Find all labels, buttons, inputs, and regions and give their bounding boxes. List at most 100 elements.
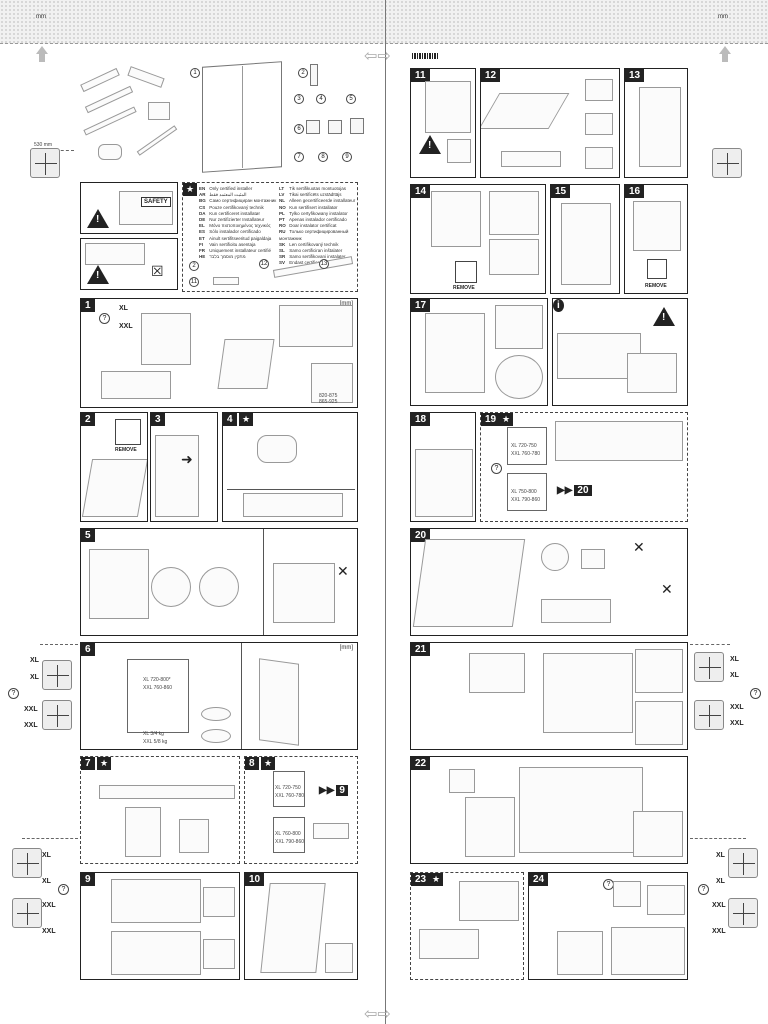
part-number: 2 [298,68,308,78]
part-number: 13 [319,259,329,269]
warning-icon [419,135,441,154]
size-xl-label: XL [30,657,39,664]
mounting-icon [712,148,742,178]
xxl-range2-label: XXL 790-860 [275,839,305,845]
step-number: 21 [411,643,431,656]
size-xl-label: XL [42,852,51,859]
step-number: 20 [411,529,431,542]
language-list-right: LT Tik sertifikuotas montuotojas LV Tika… [279,186,356,266]
part-number: 3 [294,94,304,104]
step-number: 3 [151,413,165,426]
step-number: 18 [411,413,431,426]
part-number: 4 [316,94,326,104]
certified-installer-panel: ★ EN Only certified installer AR المثبت … [182,182,358,292]
step-number: 10 [245,873,265,886]
safety-book-label: SAFETY [141,197,171,207]
step-number: 8 [245,757,259,770]
part-number: 12 [259,259,269,269]
step-number: 5 [81,529,95,542]
size-xl-label: XL [730,656,739,663]
size-xxl-label: XXL [24,706,38,713]
step-number: 4 [223,413,237,426]
warning-icon [653,307,675,326]
size-xxl-label: XXL [42,902,56,909]
size-xxl-label: XXL [712,902,726,909]
fold-arrows-icon: ⇦⇨ [364,48,391,65]
step-5-panel: 5 ✕ [80,528,358,636]
safety-manual-panel: SAFETY [80,182,178,234]
part-number: 5 [346,94,356,104]
step-number: 15 [551,185,571,198]
step-10-panel: 10 [244,872,358,980]
cutout-label: 530 mm [34,142,53,148]
step-number: 9 [81,873,95,886]
unit-label: [mm] [339,645,353,651]
star-icon: ★ [183,183,198,196]
step-24-panel: 24 ? [528,872,688,980]
arrow-stem [722,54,728,62]
trash-icon [647,259,667,279]
part-number: 9 [342,152,352,162]
warning-icon [87,209,109,228]
hinge-xxl-icon [728,898,758,928]
go-to-step-9: ▶▶9 [319,785,348,796]
step-14-panel: 14 REMOVE [410,184,546,294]
xxl-weight-label: XXL 5/8 kg [143,739,168,745]
xxl-range2-label: XXL 790-860 [511,497,541,503]
part-number: 11 [189,277,199,287]
hinge-xl-icon [728,848,758,878]
mounting-xl-icon [42,660,72,690]
question-icon: ? [698,884,709,895]
step-12-panel: 12 [480,68,620,178]
step-17-panel: 17 [410,298,548,406]
step-number: 12 [481,69,501,82]
step-9-panel: 9 [80,872,240,980]
xl-range-label: XL 720-800* [143,677,171,683]
arrow-up-icon [36,46,48,54]
fold-arrows-icon: ⇦⇨ [364,1006,391,1023]
door-panel-diagram: 1 2 3 4 5 6 7 8 9 [188,61,378,174]
part-number: 8 [318,152,328,162]
xl-range2-label: XL 760-800 [275,831,301,837]
unit-label: [mm] [339,301,353,307]
step-8-panel: 8 ★ XL 720-750 XXL 760-780 ▶▶9 XL 760-80… [244,756,358,864]
step-6-panel: 6 [mm] XL 720-800* XXL 760-860 XL 3/4 kg… [80,642,358,750]
star-icon: ★ [499,413,514,426]
part-number: 7 [294,152,304,162]
step-21-panel: 21 [410,642,688,750]
info-panel: i [552,298,688,406]
trash-icon [115,419,141,445]
mm-mark-right: mm [718,14,728,20]
language-list-left: EN Only certified installer AR المثبت ال… [199,186,277,260]
step-number: 11 [411,69,430,82]
star-icon: ★ [97,757,112,770]
xxl-range-label: XXL 760-780 [275,793,305,799]
size-xxl-label: XXL [730,704,744,711]
step-number: 17 [411,299,431,312]
size-xl-label: XL [42,878,51,885]
step-number: 7 [81,757,95,770]
go-to-step-20: ▶▶20 [557,485,592,496]
step-number: 24 [529,873,549,886]
xl-range-label: XL 720-750 [275,785,301,791]
mounting-xxl-icon [694,700,724,730]
size-xl-label: XL [716,878,725,885]
question-icon: ? [491,463,502,474]
step-16-panel: 16 REMOVE [624,184,688,294]
step-2-panel: 2 REMOVE [80,412,148,522]
perforated-header-band [0,0,768,44]
step-number: 1 [81,299,95,312]
xxl-range-label: XXL 760-780 [511,451,541,457]
step-11-panel: 11 [410,68,476,178]
prohibited-icon: ✕ [633,539,645,555]
step-18-panel: 18 [410,412,476,522]
step-23-panel: 23 ★ [410,872,524,980]
size-xxl-label: XXL [42,928,56,935]
part-number: 2 [189,261,199,271]
remove-label: REMOVE [453,285,475,291]
xxl-range-label: XXL 760-860 [143,685,173,691]
trash-icon [455,261,477,283]
height-range-label: 820-875 865-925 [319,393,338,405]
size-xxl-label: XXL [24,722,38,729]
step-number: 6 [81,643,95,656]
